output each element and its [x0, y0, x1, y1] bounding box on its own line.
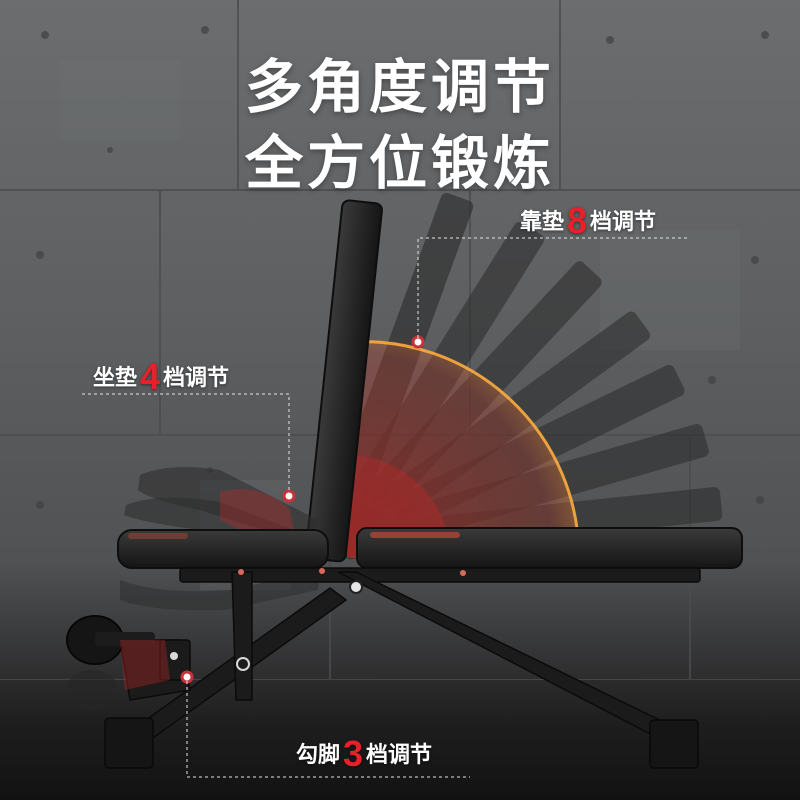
front-foot	[104, 717, 154, 769]
rear-foot	[649, 719, 699, 769]
backrest-callout-suffix: 档调节	[590, 210, 657, 235]
seat-callout-suffix: 档调节	[163, 366, 230, 391]
foot-callout-prefix: 勾脚	[296, 743, 341, 768]
seat-callout-number: 4	[140, 356, 161, 397]
backrest-angle-arc	[347, 339, 581, 558]
callout-leaders	[82, 237, 690, 778]
bench-frame	[119, 567, 701, 741]
headline-line-1: 多角度调节	[244, 53, 555, 121]
backrest-callout-number: 8	[567, 200, 588, 241]
seat-callout-prefix: 坐垫	[93, 366, 138, 391]
foot-roller	[66, 615, 170, 710]
adjustment-markers	[170, 335, 466, 684]
headline-line-2: 全方位锻炼	[244, 129, 555, 197]
foot-callout-suffix: 档调节	[366, 743, 433, 768]
foot-callout-number: 3	[343, 733, 364, 774]
backrest-callout-prefix: 靠垫	[520, 210, 565, 235]
